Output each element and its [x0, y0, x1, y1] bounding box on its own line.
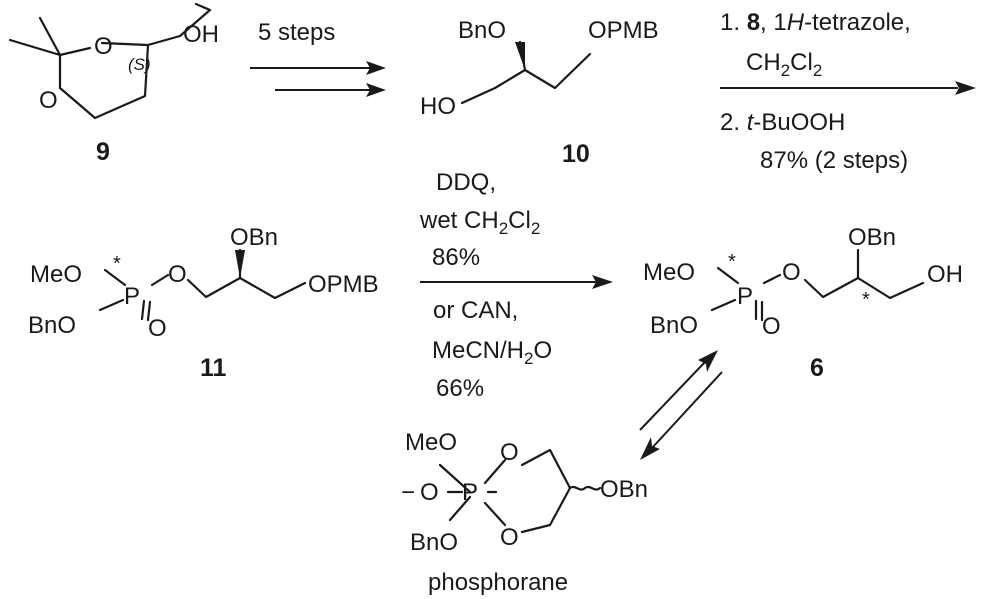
c11-wedge-bond	[235, 250, 245, 278]
equilibrium-arrows	[639, 350, 723, 460]
c9-ring-bonds	[8, 2, 212, 120]
arrow3-reagent-can: or CAN,	[433, 297, 518, 324]
c11-pmb-ether: OPMB	[308, 271, 379, 298]
equilibrium-line-forward	[639, 361, 706, 431]
c6-benzyloxy-p: BnO	[650, 312, 698, 339]
c11-linking-oxygen: O	[168, 261, 187, 288]
c6-linking-oxygen: O	[782, 259, 801, 286]
c6-benzyloxy: OBn	[848, 224, 896, 251]
c6-p-stereocenter-star: *	[728, 251, 736, 273]
arrow3-yield-1: 86%	[432, 244, 480, 271]
arrow-deprotection: DDQ, wet CH2Cl2 86% or CAN, MeCN/H2O 66%	[419, 169, 613, 402]
c9-ring-oxygen-top: O	[94, 33, 113, 60]
arrow1-head-top	[366, 61, 386, 75]
phosphorane-phosphorus: P	[462, 479, 478, 506]
arrow3-head	[592, 275, 613, 289]
phosphorane-ring-oxygen-bottom: O	[500, 524, 519, 551]
c9-hydroxyl: OH	[183, 21, 219, 48]
c6-phosphoryl-oxygen: O	[762, 313, 781, 340]
c10-pmb-ether: OPMB	[588, 17, 659, 44]
c11-benzyloxy-p: BnO	[28, 312, 76, 339]
arrow2-head	[955, 81, 976, 95]
arrow3-solvent-1: wet CH2Cl2	[419, 207, 540, 238]
c10-wedge-bond	[515, 42, 525, 70]
compound-label-6: 6	[810, 354, 824, 382]
phosphorane-ring-oxygen-top: O	[500, 439, 519, 466]
compound-10: BnO OPMB HO 10	[420, 17, 659, 168]
phosphorane-methoxy: MeO	[405, 429, 457, 456]
phosphorane-apical-oxygen: O	[420, 479, 439, 506]
c6-c-stereocenter-star: *	[862, 289, 870, 311]
c11-bonds	[98, 248, 307, 322]
c11-phosphoryl-oxygen: O	[148, 315, 167, 342]
phosphorane-benzyloxy: OBn	[600, 476, 648, 503]
compound-label-11: 11	[200, 354, 227, 382]
c6-methoxy: MeO	[643, 259, 695, 286]
c10-hydroxyl: HO	[420, 93, 456, 120]
arrow-5-steps: 5 steps	[250, 19, 386, 97]
equilibrium-head-reverse	[640, 437, 660, 460]
c11-phosphorus: P	[124, 283, 140, 310]
arrow3-solvent-2: MeCN/H2O	[432, 337, 552, 368]
phosphorane-benzyloxy-p: BnO	[410, 529, 458, 556]
c6-hydroxyl: OH	[927, 261, 963, 288]
phosphorane-bonds	[438, 448, 602, 534]
c9-stereo-descriptor: (S)	[128, 55, 151, 74]
compound-label-10: 10	[562, 140, 590, 168]
arrow3-yield-2: 66%	[436, 375, 484, 402]
c9-ring-oxygen-bottom: O	[39, 87, 58, 114]
c10-benzyloxy: BnO	[458, 17, 506, 44]
c10-bonds	[460, 40, 592, 105]
arrow3-reagent-ddq: DDQ,	[436, 169, 496, 196]
equilibrium-line-reverse	[651, 371, 723, 449]
compound-11: MeO BnO P * O O OBn OPMB 11	[28, 224, 379, 382]
c6-phosphorus: P	[737, 283, 753, 310]
arrow1-head-bottom	[366, 83, 386, 97]
phosphorane-label: phosphorane	[428, 569, 568, 596]
arrow2-line3: 2. t-BuOOH	[720, 109, 845, 136]
c11-methoxy: MeO	[30, 261, 82, 288]
phosphorane: MeO − O P BnO O O OBn phosphorane	[401, 429, 648, 596]
c11-benzyloxy: OBn	[230, 224, 278, 251]
phosphorane-negative-charge: −	[401, 479, 415, 506]
arrow-phosphorylation: 1. 8, 1H-tetrazole, CH2Cl2 2. t-BuOOH 87…	[720, 9, 976, 174]
arrow2-yield: 87% (2 steps)	[760, 147, 908, 174]
compound-6: MeO BnO P * O O OBn * OH 6	[643, 224, 963, 382]
compound-9: O O OH (S) 9	[8, 2, 219, 166]
c11-stereocenter-star: *	[113, 253, 121, 275]
arrow1-label: 5 steps	[258, 19, 335, 46]
c6-bonds	[710, 248, 925, 322]
compound-label-9: 9	[96, 138, 110, 166]
arrow2-line2-solvent: CH2Cl2	[746, 49, 822, 80]
equilibrium-head-forward	[698, 350, 718, 372]
arrow2-line1: 1. 8, 1H-tetrazole,	[720, 9, 911, 36]
